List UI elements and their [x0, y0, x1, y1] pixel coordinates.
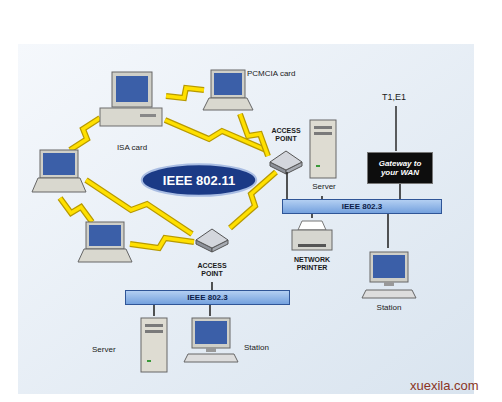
laptop-lid [86, 222, 124, 249]
server-node: Server [304, 116, 344, 196]
laptop-lid [211, 70, 245, 98]
drive-bay [314, 126, 332, 129]
floppy-slot [140, 114, 156, 117]
station-monitor [192, 318, 230, 348]
wireless-link [60, 198, 92, 222]
laptop-base [32, 178, 86, 192]
monitor-stand [206, 348, 216, 352]
pc-monitor [112, 72, 152, 107]
keyboard [184, 354, 238, 362]
line-label: T1,E1 [382, 92, 406, 102]
station-screen [373, 255, 405, 278]
wireless-link [240, 114, 268, 156]
device-label: Station [244, 344, 269, 353]
station-node: Station [184, 316, 284, 366]
watermark: xuexila.com [410, 378, 479, 393]
wireless-link [166, 88, 204, 98]
node-label: IEEE 802.3 [187, 293, 227, 302]
laptop-screen [43, 153, 75, 175]
gateway-box: Gateway to your WAN [367, 152, 433, 184]
node-label: IEEE 802.11 [163, 173, 235, 188]
access-point-node: ACCESS POINT [192, 226, 232, 282]
node-label: IEEE 802.3 [342, 202, 382, 211]
wireless-link [70, 118, 100, 150]
node-label: Gateway to your WAN [371, 159, 429, 177]
device-label: ISA card [117, 144, 147, 153]
background-panel [18, 44, 474, 394]
server-tower [141, 318, 167, 372]
device-label: Server [92, 346, 116, 355]
device-label: PCMCIA card [247, 70, 295, 79]
laptop-base [203, 98, 253, 110]
laptop-screen [89, 225, 121, 246]
drive-bay [314, 132, 332, 135]
power-light [316, 165, 320, 167]
standard-ellipse: IEEE 802.11 [140, 162, 258, 198]
station-monitor [370, 252, 408, 282]
ellipse-shape [142, 164, 256, 196]
station-node: Station [362, 248, 416, 316]
station-screen [195, 321, 227, 344]
drive-bay [145, 330, 163, 333]
wireless-links [60, 88, 276, 248]
monitor-stand [384, 282, 394, 286]
laptop-node: PCMCIA card [203, 64, 301, 114]
pc-screen [116, 76, 148, 102]
device-label: ACCESS POINT [267, 127, 305, 142]
wireless-link [130, 238, 194, 248]
keyboard [362, 290, 416, 298]
laptop-screen [214, 73, 242, 95]
wireless-link [70, 118, 100, 150]
device-label: NETWORK PRINTER [287, 256, 337, 271]
device-label: Station [377, 304, 402, 313]
access-point-icon [196, 229, 228, 248]
pc-case [100, 108, 162, 126]
lan-cable [399, 184, 401, 199]
laptop-lid [40, 150, 78, 178]
lan-cable [209, 305, 211, 316]
lan-cable [311, 214, 313, 218]
lan-bar: IEEE 802.3 [282, 199, 442, 214]
access-point-icon [270, 151, 302, 170]
server-node: Server [88, 316, 170, 374]
pc-node: ISA card [96, 68, 168, 156]
wireless-link [130, 238, 194, 248]
server-tower [310, 120, 336, 178]
lan-cable [211, 282, 213, 290]
lan-cable [286, 172, 288, 199]
lan-cable [153, 305, 155, 316]
wireless-link [240, 114, 268, 156]
access-point-node: ACCESS POINT [266, 126, 306, 172]
device-label: Server [312, 183, 336, 192]
printer-node: NETWORK PRINTER [286, 218, 338, 282]
power-light [147, 360, 151, 362]
printer-slot [298, 244, 326, 247]
lan-bar: IEEE 802.3 [125, 290, 290, 305]
laptop-base [78, 249, 132, 262]
wireless-link [60, 198, 92, 222]
device-label: ACCESS POINT [193, 262, 231, 277]
wireless-link [166, 88, 204, 98]
printer-body [292, 230, 332, 250]
wan-line [395, 106, 397, 151]
lan-cable [387, 214, 389, 248]
drive-bay [145, 324, 163, 327]
paper-tray [298, 221, 326, 230]
